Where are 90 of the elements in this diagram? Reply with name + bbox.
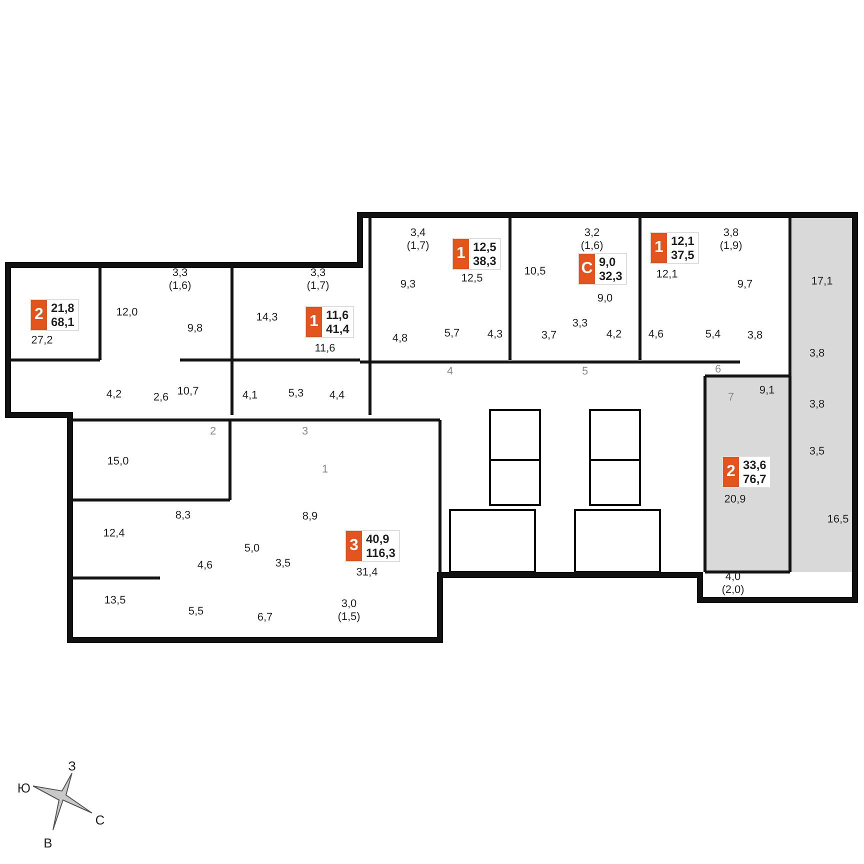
total-area: 116,3 [366,546,396,560]
living-area: 21,8 [51,301,74,315]
total-area: 38,3 [473,254,496,268]
room-area: 5,5 [188,606,204,618]
apartment-badge [722,456,772,488]
room-area: 20,9 [724,494,746,506]
room-count: 3 [346,531,362,561]
entrance-number: 3 [302,426,308,438]
living-area: 33,6 [743,458,766,472]
living-area: 12,1 [671,234,694,248]
room-area: 4,3 [487,328,503,342]
room-area: 3,7 [541,330,557,342]
room-area: 5,3 [288,388,304,400]
room-area: 10,5 [524,266,546,278]
room-count: 1 [651,233,667,263]
room-count: 1 [453,239,469,269]
room-area: 3,8 [809,348,825,360]
room-area: 8,9 [302,510,318,524]
total-area: 37,5 [671,248,694,262]
room-count: 1 [306,307,322,337]
room-area: 27,2 [31,334,53,348]
apartment-badge [578,253,628,285]
room-area: 10,7 [177,386,199,398]
room-area: 3,5 [275,558,291,570]
apartment-badge [345,530,400,562]
room-area: 9,8 [187,322,203,336]
room-count: 2 [723,457,739,487]
entrance-number: 2 [210,426,216,438]
room-area: 9,3 [400,278,416,292]
total-area: 68,1 [51,315,74,329]
compass-letter: Ю [17,782,31,794]
room-area: 12,5 [461,272,483,286]
room-area: 8,3 [175,510,191,522]
living-area: 11,6 [326,308,350,322]
room-area: 12,1 [656,268,678,282]
apartment-badge [30,299,80,331]
room-area: 3,5 [809,446,825,458]
room-area: 16,5 [827,514,849,526]
room-count: 2 [31,300,47,330]
room-area: 31,4 [356,566,378,580]
room-area: 4,4 [329,390,345,402]
apartment-badge [452,238,502,270]
entrance-number: 6 [714,364,722,376]
entrance-number: 4 [446,366,454,378]
room-area: 4,2 [606,328,622,342]
balcony-area: 4,0 (2,0) [716,571,750,597]
room-area: 9,1 [759,384,775,398]
room-area: 4,6 [648,328,664,342]
room-area: 11,6 [314,342,336,356]
room-area: 9,7 [737,278,753,292]
total-area: 76,7 [743,472,766,486]
room-area: 3,8 [809,398,825,412]
compass-letter: З [68,760,76,772]
room-area: 3,3 [572,318,588,330]
room-area: 17,1 [811,276,833,288]
living-area: 40,9 [366,532,396,546]
apartment-badge [305,306,354,338]
room-area: 5,7 [444,328,460,340]
compass-letter: С [95,814,105,826]
balcony-area: 3,4 (1,7) [401,227,435,253]
balcony-area: 3,2 (1,6) [575,227,609,253]
living-area: 9,0 [599,255,622,269]
room-area: 15,0 [107,456,129,468]
room-area: 5,4 [705,328,721,342]
entrance-number: 7 [728,392,734,404]
room-area: 12,4 [103,528,125,540]
apartment-badge [650,232,700,264]
room-count: С [579,254,595,284]
room-area: 4,1 [242,390,258,402]
balcony-area: 3,3 (1,7) [301,267,335,293]
total-area: 41,4 [326,322,350,336]
room-area: 4,8 [392,332,408,346]
room-area: 13,5 [104,594,126,608]
room-area: 5,0 [244,542,260,556]
room-area: 9,0 [597,292,613,306]
entrance-number: 1 [322,464,328,476]
entrance-number: 5 [582,366,588,378]
living-area: 12,5 [473,240,496,254]
room-area: 12,0 [116,306,138,320]
balcony-area: 3,3 (1,6) [163,267,197,293]
balcony-area: 3,0 (1,5) [332,598,366,624]
balcony-area: 3,8 (1,9) [714,227,748,253]
room-area: 6,7 [257,612,273,624]
room-area: 4,6 [197,560,213,572]
room-area: 14,3 [256,312,278,324]
total-area: 32,3 [599,269,622,283]
room-area: 4,2 [106,388,122,402]
room-area: 2,6 [153,392,169,404]
compass-letter: В [44,836,52,850]
room-area: 3,8 [747,330,763,342]
